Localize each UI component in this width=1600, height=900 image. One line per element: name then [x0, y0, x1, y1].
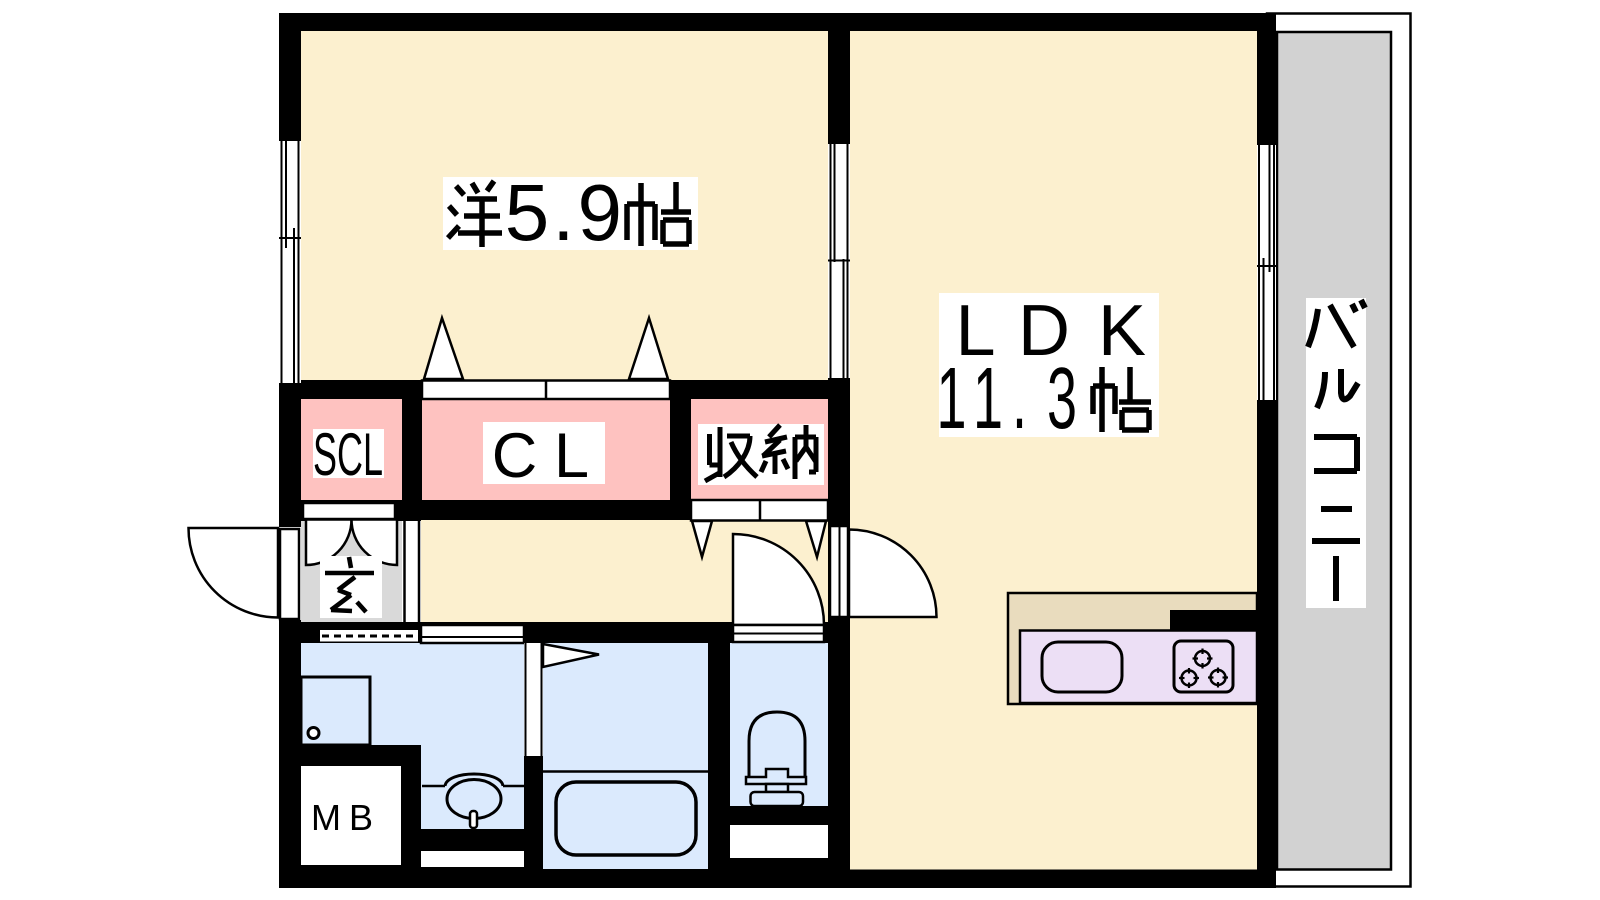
svg-text:L: L [955, 291, 995, 371]
svg-text:1: 1 [936, 350, 966, 447]
svg-text:D: D [1018, 291, 1070, 371]
svg-text:CL: CL [492, 421, 606, 491]
svg-text:1: 1 [973, 350, 1003, 447]
svg-text:3: 3 [1047, 350, 1077, 447]
svg-text:K: K [1098, 291, 1146, 371]
svg-text:MB: MB [311, 797, 381, 838]
svg-text:.: . [1012, 350, 1027, 447]
svg-text:SCL: SCL [313, 421, 383, 488]
svg-text:5.9: 5.9 [505, 168, 625, 257]
